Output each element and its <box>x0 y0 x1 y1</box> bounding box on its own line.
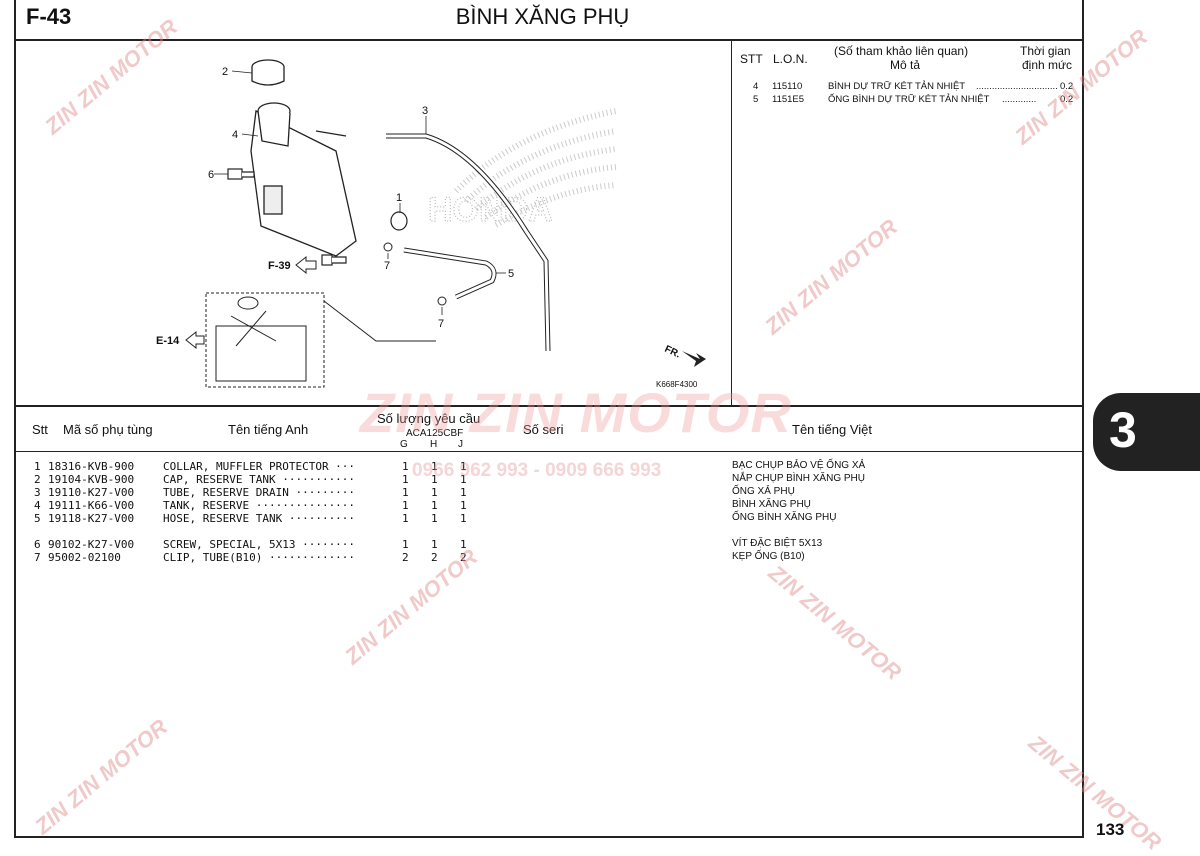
f39-arrow <box>295 255 317 275</box>
section-tab: 3 <box>1093 393 1200 471</box>
ref-header-desc: Mô tả <box>890 58 921 72</box>
honda-wing-logo <box>453 108 617 228</box>
th-model: ACA125CBF <box>406 428 464 439</box>
fr-arrow <box>682 351 706 367</box>
callout-1: 1 <box>396 192 402 204</box>
screw-6 <box>227 168 255 180</box>
vn-name: ỐNG XẢ PHỤ <box>732 486 795 497</box>
ref-row: 4 115110 BÌNH DỰ TRỮ KÉT TẢN NHIỆT .....… <box>753 81 1074 92</box>
clip-7b <box>437 296 447 306</box>
ref-header-stt: STT <box>740 52 763 66</box>
callout-5: 5 <box>508 268 514 280</box>
callout-3: 3 <box>422 105 428 117</box>
callout-7b: 7 <box>438 318 444 330</box>
th-en-name: Tên tiếng Anh <box>228 422 309 437</box>
page-title: BÌNH XĂNG PHỤ <box>455 4 630 29</box>
th-g: G <box>400 439 408 450</box>
screw-f39 <box>321 254 347 266</box>
clip-7a <box>383 242 393 252</box>
ref-e14: E-14 <box>156 335 180 347</box>
e14-arrow <box>185 330 205 350</box>
th-serial: Số seri <box>523 422 564 437</box>
callout-7a: 7 <box>384 260 390 272</box>
vn-name: NẮP CHỤP BÌNH XĂNG PHỤ <box>732 473 865 484</box>
diagram-code: K668F4300 <box>656 380 698 389</box>
callout-6: 6 <box>208 169 214 181</box>
figure-code: F-43 <box>26 4 72 29</box>
vn-name: KẸP ỐNG (B10) <box>732 551 805 562</box>
reference-divider <box>731 41 732 405</box>
watermark-brand: ZIN ZIN MOTOR <box>360 381 792 444</box>
callout-2: 2 <box>222 66 228 78</box>
page-number: 133 <box>1096 820 1125 839</box>
drain-tube <box>386 133 551 352</box>
vn-name: BẠC CHỤP BẢO VỆ ỐNG XẢ <box>732 460 866 471</box>
watermark-phone: 0966 962 993 - 0909 666 993 <box>412 460 662 481</box>
th-vn-name: Tên tiếng Việt <box>792 422 872 437</box>
vn-name: ỐNG BÌNH XĂNG PHỤ <box>732 512 837 523</box>
th-part-no: Mã số phụ tùng <box>63 422 153 437</box>
th-j: J <box>458 439 463 450</box>
reserve-tank-cap <box>251 59 285 86</box>
table-top-divider <box>16 405 1084 407</box>
callout-4: 4 <box>232 129 238 141</box>
vn-name: VÍT ĐẶC BIỆT 5X13 <box>732 538 823 549</box>
reserve-tank <box>250 102 357 257</box>
ref-row: 5 1151E5 ỐNG BÌNH DỰ TRỮ KÉT TẢN NHIỆT .… <box>753 94 1074 105</box>
vn-name: BÌNH XĂNG PHỤ <box>732 499 811 510</box>
ref-header-lon: L.O.N. <box>773 52 808 66</box>
muffler-collar <box>390 211 408 231</box>
fr-label: FR. <box>663 344 682 361</box>
ref-header-time-top: Thời gian <box>1020 44 1071 58</box>
honda-brand-text: HONDA <box>428 191 553 229</box>
page-frame <box>14 0 1084 838</box>
exploded-diagram: HONDA <box>156 59 706 389</box>
header-divider <box>14 39 1084 41</box>
vietnamese-names: BẠC CHỤP BẢO VỆ ỐNG XẢ NẮP CHỤP BÌNH XĂN… <box>732 460 865 564</box>
th-qty: Số lượng yêu cầu <box>377 411 481 426</box>
table-header-divider <box>16 451 1084 452</box>
ref-header-time: định mức <box>1022 58 1073 72</box>
ref-header-desc-top: (Số tham khảo liên quan) <box>834 44 969 58</box>
th-h: H <box>430 439 438 450</box>
radiator-inset <box>205 292 325 388</box>
section-tab-label: 3 <box>1109 402 1137 458</box>
th-stt: Stt <box>32 422 48 437</box>
ref-f39: F-39 <box>268 260 291 272</box>
